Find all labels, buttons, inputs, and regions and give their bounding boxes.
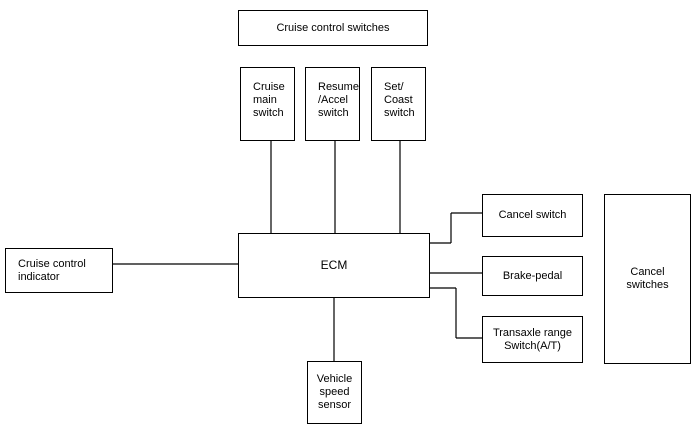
brake-pedal-label: Brake-pedal [502, 269, 563, 282]
cruise-main-switch-box: Cruise main switch [240, 67, 295, 141]
cruise-main-switch-label: Cruise main switch [253, 81, 285, 119]
transaxle-range-switch-label: Transaxle range Switch(A/T) [492, 326, 573, 352]
cruise-control-switches-label: Cruise control switches [276, 21, 390, 34]
cancel-switches-label: Cancel switches [626, 266, 669, 291]
ecm-label: ECM [320, 258, 348, 272]
set-coast-switch-label: Set/ Coast switch [384, 81, 415, 119]
vehicle-speed-sensor-box: Vehicle speed sensor [307, 361, 362, 424]
cruise-control-switches-box: Cruise control switches [238, 10, 428, 46]
vehicle-speed-sensor-label: Vehicle speed sensor [316, 373, 353, 411]
resume-accel-switch-box: Resume /Accel switch [305, 67, 360, 141]
ecm-box: ECM [238, 233, 430, 298]
cruise-control-indicator-box: Cruise control indicator [5, 248, 113, 293]
cancel-switch-box: Cancel switch [482, 194, 583, 237]
resume-accel-switch-label: Resume /Accel switch [318, 81, 359, 119]
cancel-switch-label: Cancel switch [498, 209, 567, 221]
transaxle-range-switch-box: Transaxle range Switch(A/T) [482, 316, 583, 363]
brake-pedal-box: Brake-pedal [482, 256, 583, 296]
cruise-control-indicator-label: Cruise control indicator [18, 257, 86, 283]
cancel-switches-box: Cancel switches [604, 194, 691, 364]
set-coast-switch-box: Set/ Coast switch [371, 67, 426, 141]
